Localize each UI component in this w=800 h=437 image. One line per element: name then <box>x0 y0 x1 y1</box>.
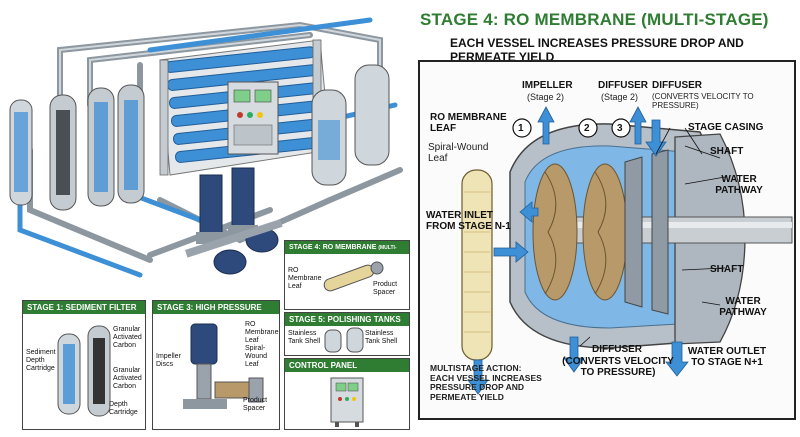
stage-casing-label: STAGE CASING <box>688 122 764 133</box>
water-pathway-top-label: WATER PATHWAY <box>715 174 763 196</box>
stage5-panel: STAGE 5: POLISHING TANKS Stainless Tank … <box>284 312 410 356</box>
diffuser-top-label: DIFFUSER <box>598 80 648 91</box>
detail-frame: 1 2 3 IMPELLER (Stage 2) DIFFUSER (Stage… <box>418 60 796 420</box>
spiral-wound-leaf-label: Spiral-Wound Leaf <box>428 142 489 164</box>
stage1-cartridges <box>57 325 111 417</box>
plant-illustration <box>9 17 403 278</box>
stage-number-1: 1 <box>518 123 524 134</box>
water-outlet-label: WATER OUTLET TO STAGE N+1 <box>687 346 767 368</box>
control-title: CONTROL PANEL <box>285 359 409 372</box>
stage3-panel: STAGE 3: HIGH PRESSURE PUMP RO Membrane … <box>152 300 280 430</box>
shaft-bottom-label: SHAFT <box>710 264 744 275</box>
stage1-depth-label: Depth Cartridge <box>109 401 138 416</box>
stage1-granular1-label: Granular Activated Carbon <box>113 326 142 349</box>
stage4-panel: STAGE 4: RO MEMBRANE (MULTI-STAGE) RO Me… <box>284 240 410 310</box>
control-cabinet <box>330 377 364 427</box>
stage1-granular2-label: Granular Activated Carbon <box>113 367 142 390</box>
stage4-title-tag: (MULTI-STAGE) <box>289 245 397 265</box>
stage4-title: STAGE 4: RO MEMBRANE (MULTI-STAGE) <box>285 241 409 265</box>
stage4-title-text: STAGE 4: RO MEMBRANE <box>289 244 377 251</box>
shaft-top-label: SHAFT <box>710 146 744 157</box>
page-title: STAGE 4: RO MEMBRANE (MULTI-STAGE) <box>420 10 769 29</box>
water-pathway-bottom-label: WATER PATHWAY <box>719 296 767 318</box>
stage3-impeller-label: Impeller Discs <box>156 353 181 368</box>
stage-number-3: 3 <box>617 123 623 134</box>
stage4-membrane <box>323 261 384 292</box>
stage3-title: STAGE 3: HIGH PRESSURE PUMP <box>153 301 279 325</box>
stage5-tanks <box>324 327 364 353</box>
stage5-shell-right-label: Stainless Tank Shell <box>365 330 398 345</box>
diffuser-right-sub-label: (CONVERTS VELOCITY TO PRESSURE) <box>652 92 754 110</box>
pump-cutaway <box>461 106 793 395</box>
diffuser-bottom-sub-label: (CONVERTS VELOCITY TO PRESSURE) <box>562 356 674 378</box>
stage3-ro-leaf-label: RO Membrane Leaf <box>245 321 279 344</box>
stage5-shell-left-label: Stainless Tank Shell <box>288 330 321 345</box>
stage3-spacer-label: Product Spacer <box>243 397 268 412</box>
impeller-label: IMPELLER <box>522 80 573 91</box>
water-inlet-label: WATER INLET FROM STAGE N-1 <box>426 210 511 232</box>
stage-number-2: 2 <box>584 123 590 134</box>
diffuser-bottom-label: DIFFUSER <box>592 344 642 355</box>
diffuser-right-label: DIFFUSER <box>652 80 702 91</box>
stage1-sediment-label: Sediment Depth Cartridge <box>26 349 56 372</box>
multistage-note: MULTISTAGE ACTION: EACH VESSEL INCREASES… <box>430 363 542 402</box>
stage3-pump <box>183 323 264 409</box>
stage4-ro-leaf-label: RO Membrane Leaf <box>288 267 322 290</box>
stage5-title: STAGE 5: POLISHING TANKS <box>285 313 409 326</box>
impeller-sub-label: (Stage 2) <box>527 92 565 102</box>
stage1-title: STAGE 1: SEDIMENT FILTER <box>23 301 145 314</box>
ro-membrane-leaf-label: RO MEMBRANE LEAF <box>430 112 507 134</box>
stage3-spiral-label: Spiral-Wound Leaf <box>245 345 268 368</box>
stage4-spacer-label: Product Spacer <box>373 281 398 296</box>
diffuser-top-sub-label: (Stage 2) <box>601 92 639 102</box>
stage1-panel: STAGE 1: SEDIMENT FILTER Sediment Depth … <box>22 300 146 430</box>
control-panel: CONTROL PANEL <box>284 358 410 430</box>
